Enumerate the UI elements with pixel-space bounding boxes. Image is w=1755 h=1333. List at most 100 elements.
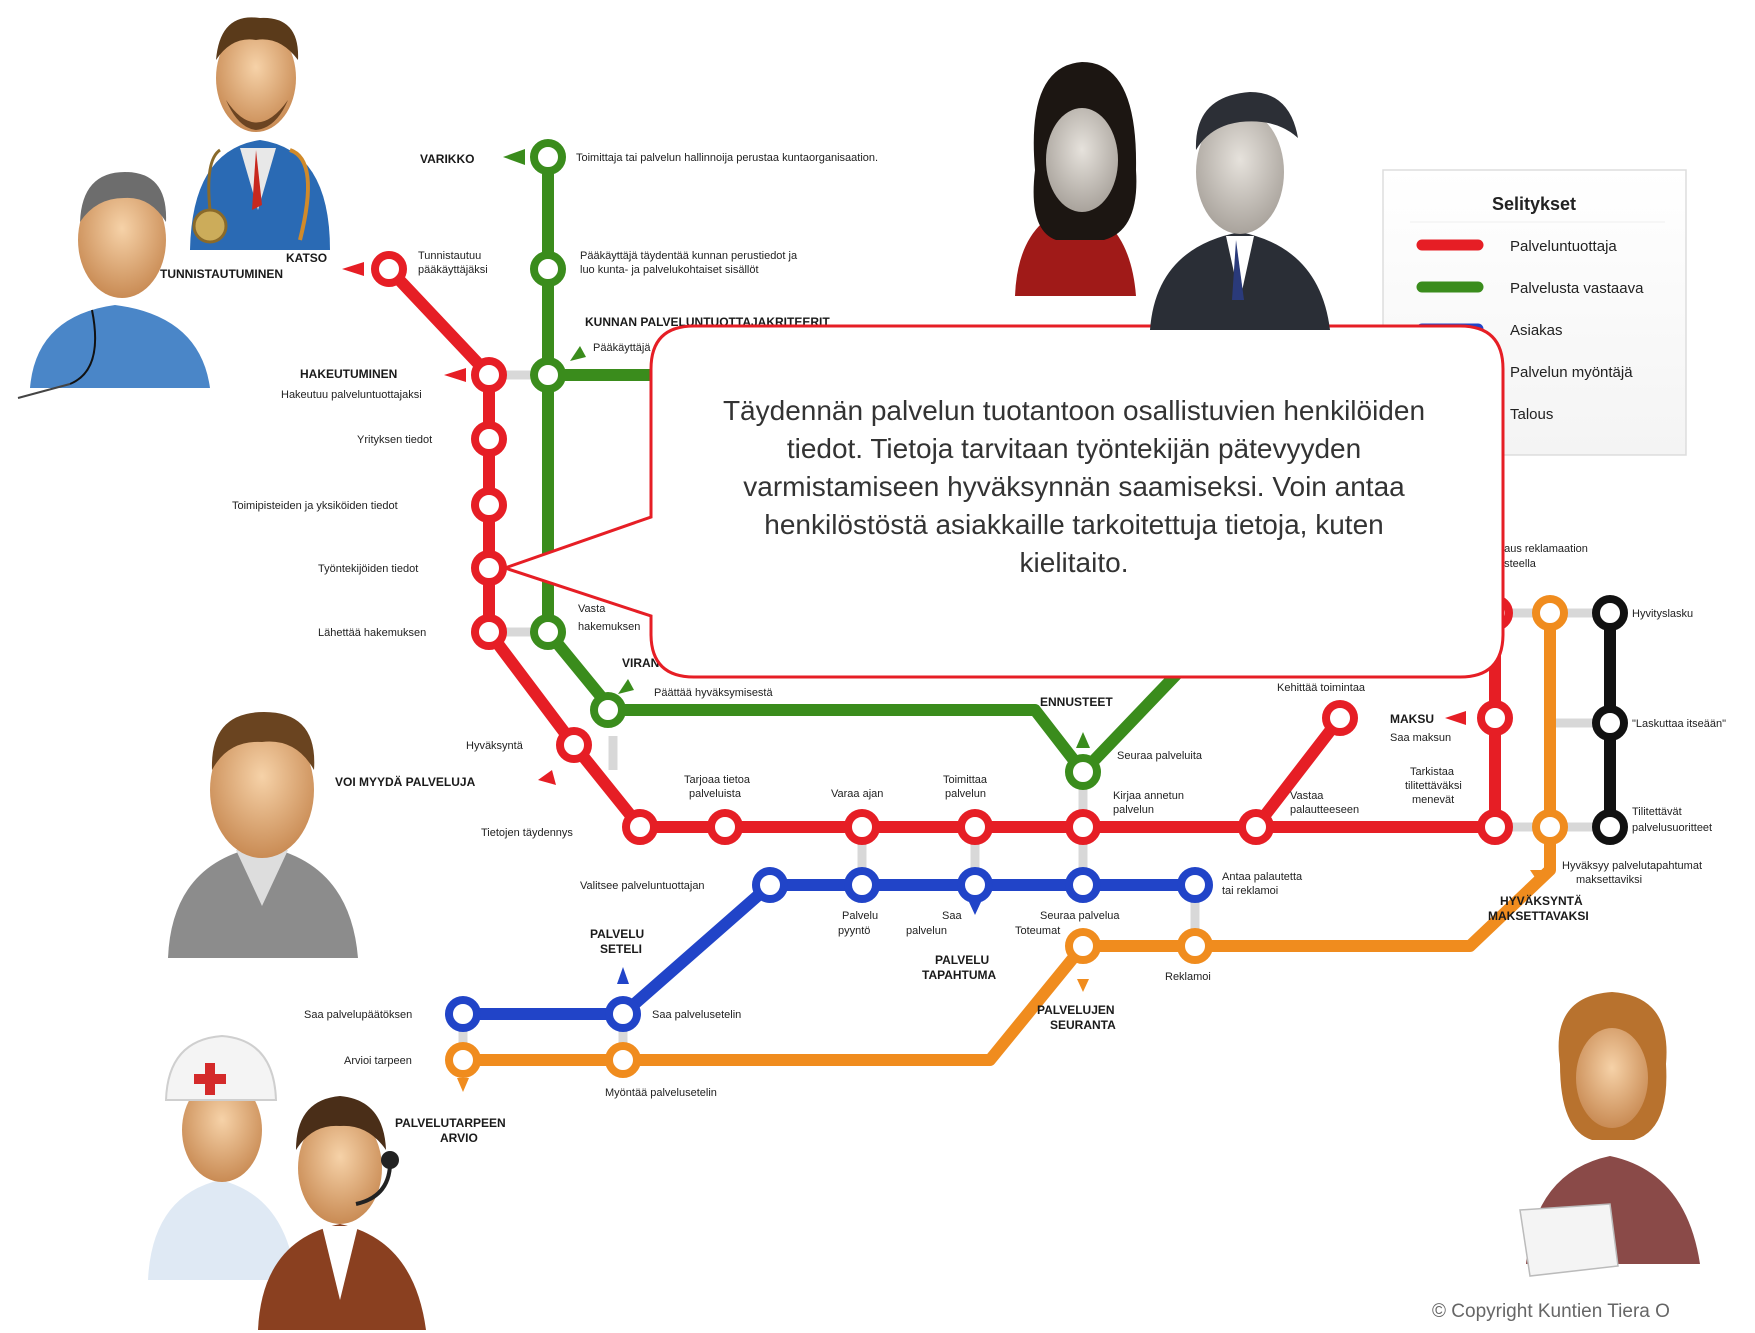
station-saa-paatoksen — [445, 996, 481, 1032]
label-palvelutarpeen-2: ARVIO — [440, 1131, 478, 1145]
svg-text:Arvioi tarpeen: Arvioi tarpeen — [344, 1055, 412, 1067]
section-markers — [342, 149, 1546, 1092]
label-palvelujen-seuranta-2: SEURANTA — [1050, 1018, 1116, 1032]
label-palvelu-tapahtuma-2: TAPAHTUMA — [922, 968, 997, 982]
svg-text:rjaus reklamaation: rjaus reklamaation — [1498, 543, 1588, 555]
station-saa-palvelun — [957, 867, 993, 903]
station-toimipisteiden — [471, 487, 507, 523]
label-maksu: MAKSU — [1390, 712, 1434, 726]
man-in-suit-figure-icon — [1150, 92, 1330, 330]
station-palvelu-pyynto — [844, 867, 880, 903]
svg-text:Antaa palautetta: Antaa palautetta — [1222, 871, 1303, 883]
callout-bubble — [500, 324, 1505, 679]
svg-text:palvelun: palvelun — [945, 788, 986, 800]
station-vastaa-palautteeseen — [1238, 809, 1274, 845]
station-tarjoaa — [707, 809, 743, 845]
station-arvioi — [445, 1042, 481, 1078]
svg-text:Tarjoaa tietoa: Tarjoaa tietoa — [684, 774, 751, 786]
legend-label: Talous — [1510, 406, 1553, 423]
station-tilitettavat — [1592, 809, 1628, 845]
label-viran: VIRAN — [622, 656, 659, 670]
svg-text:Hyväksyy palvelutapahtumat: Hyväksyy palvelutapahtumat — [1562, 860, 1702, 872]
svg-text:tilitettäväksi: tilitettäväksi — [1405, 780, 1462, 792]
label-hyvaksynta-1: HYVÄKSYNTÄ — [1500, 893, 1583, 908]
call-center-agent-figure-icon — [258, 1096, 426, 1330]
station-tarkistaa — [1477, 809, 1513, 845]
svg-text:tai reklamoi: tai reklamoi — [1222, 885, 1278, 897]
svg-text:Myöntää palvelusetelin: Myöntää palvelusetelin — [605, 1087, 717, 1099]
stations — [371, 139, 1628, 1078]
svg-text:palvelusuoritteet: palvelusuoritteet — [1632, 822, 1712, 834]
svg-text:Hyväksyntä: Hyväksyntä — [466, 740, 524, 752]
station-tunnistautuu — [371, 251, 407, 287]
station-laskuttaa — [1592, 705, 1628, 741]
svg-text:menevät: menevät — [1412, 794, 1454, 806]
svg-text:usteella: usteella — [1498, 558, 1537, 570]
station-kirjaa — [1065, 809, 1101, 845]
svg-text:Toimittaja tai palvelun hallin: Toimittaja tai palvelun hallinnoija peru… — [576, 152, 878, 164]
nurse-with-cap-figure-icon — [148, 1034, 296, 1280]
station-hakeutuu — [471, 357, 507, 393]
woman-reading-figure-icon — [1519, 992, 1700, 1277]
station-lahettaa — [471, 614, 507, 650]
man-figure-icon — [168, 712, 358, 958]
legend-title: Selitykset — [1492, 194, 1576, 214]
svg-text:Toimipisteiden ja yksiköiden t: Toimipisteiden ja yksiköiden tiedot — [232, 500, 398, 512]
svg-text:Pääkäyttäjä: Pääkäyttäjä — [593, 342, 651, 354]
svg-text:Työntekijöiden tiedot: Työntekijöiden tiedot — [318, 563, 418, 575]
section-labels: VARIKKO KATSO TUNNISTAUTUMINEN HAKEUTUMI… — [160, 152, 1589, 1145]
legend-label: Palvelusta vastaava — [1510, 280, 1644, 297]
svg-text:Tilitettävät: Tilitettävät — [1632, 806, 1682, 818]
svg-text:Saa palvelupäätöksen: Saa palvelupäätöksen — [304, 1009, 412, 1021]
svg-text:Tunnistautuu: Tunnistautuu — [418, 250, 481, 262]
legend-label: Palvelun myöntäjä — [1510, 364, 1633, 381]
svg-text:palvelun: palvelun — [1113, 804, 1154, 816]
station-vastaa-hakemukseen — [530, 614, 566, 650]
svg-text:"Laskuttaa itseään": "Laskuttaa itseään" — [1632, 718, 1726, 730]
station-hyvaksyy — [1532, 809, 1568, 845]
svg-text:palveluista: palveluista — [689, 788, 742, 800]
label-palvelu-tapahtuma-1: PALVELU — [935, 953, 989, 967]
svg-text:Valitsee palveluntuottajan: Valitsee palveluntuottajan — [580, 880, 705, 892]
svg-text:Yrityksen tiedot: Yrityksen tiedot — [357, 434, 432, 446]
svg-text:palvelun: palvelun — [906, 925, 947, 937]
station-maksu — [1477, 700, 1513, 736]
svg-text:Seuraa palvelua: Seuraa palvelua — [1040, 910, 1120, 922]
doctor-figure-icon — [190, 17, 330, 250]
station-seuraa-palvelua — [1065, 867, 1101, 903]
svg-text:hakemuksen: hakemuksen — [578, 621, 640, 633]
legend-label: Asiakas — [1510, 322, 1563, 339]
label-hyvaksynta-2: MAKSETTAVAKSI — [1488, 909, 1589, 923]
copyright-text: © Copyright Kuntien Tiera O — [1432, 1301, 1670, 1322]
station-hyvaksynta — [556, 727, 592, 763]
station-toteumat — [1065, 928, 1101, 964]
svg-text:Vasta: Vasta — [578, 603, 606, 615]
station-paakayttaja — [530, 251, 566, 287]
label-voi-myyda: VOI MYYDÄ PALVELUJA — [335, 774, 476, 789]
svg-text:Tarkistaa: Tarkistaa — [1410, 766, 1455, 778]
station-kriteerit — [530, 357, 566, 393]
callout-text: Täydennän palvelun tuotantoon osallistuv… — [722, 395, 1426, 578]
label-palvelujen-seuranta-1: PALVELUJEN — [1037, 1003, 1115, 1017]
station-tyontekijoiden — [471, 550, 507, 586]
svg-text:Kirjaa annetun: Kirjaa annetun — [1113, 790, 1184, 802]
svg-text:Toteumat: Toteumat — [1015, 925, 1060, 937]
station-hyvitys-orange — [1532, 595, 1568, 631]
svg-text:maksettaviksi: maksettaviksi — [1576, 874, 1642, 886]
svg-text:Pääkäyttäjä täydentää kunnan p: Pääkäyttäjä täydentää kunnan perustiedot… — [580, 250, 798, 262]
svg-text:Saa maksun: Saa maksun — [1390, 732, 1451, 744]
svg-text:Palvelu: Palvelu — [842, 910, 878, 922]
woman-figure-icon — [1015, 62, 1137, 296]
svg-text:Vastaa: Vastaa — [1290, 790, 1324, 802]
svg-text:Lähettää hakemuksen: Lähettää hakemuksen — [318, 627, 426, 639]
svg-text:pääkäyttäjäksi: pääkäyttäjäksi — [418, 264, 488, 276]
station-valitsee — [752, 867, 788, 903]
station-varaa — [844, 809, 880, 845]
svg-text:Saa palvelusetelin: Saa palvelusetelin — [652, 1009, 741, 1021]
svg-text:Seuraa palveluita: Seuraa palveluita — [1117, 750, 1203, 762]
station-kehittaa — [1322, 700, 1358, 736]
label-palvelu-seteli-1: PALVELU — [590, 927, 644, 941]
svg-text:palautteeseen: palautteeseen — [1290, 804, 1359, 816]
svg-text:Kehittää toimintaa: Kehittää toimintaa — [1277, 682, 1366, 694]
label-ennusteet: ENNUSTEET — [1040, 695, 1113, 709]
